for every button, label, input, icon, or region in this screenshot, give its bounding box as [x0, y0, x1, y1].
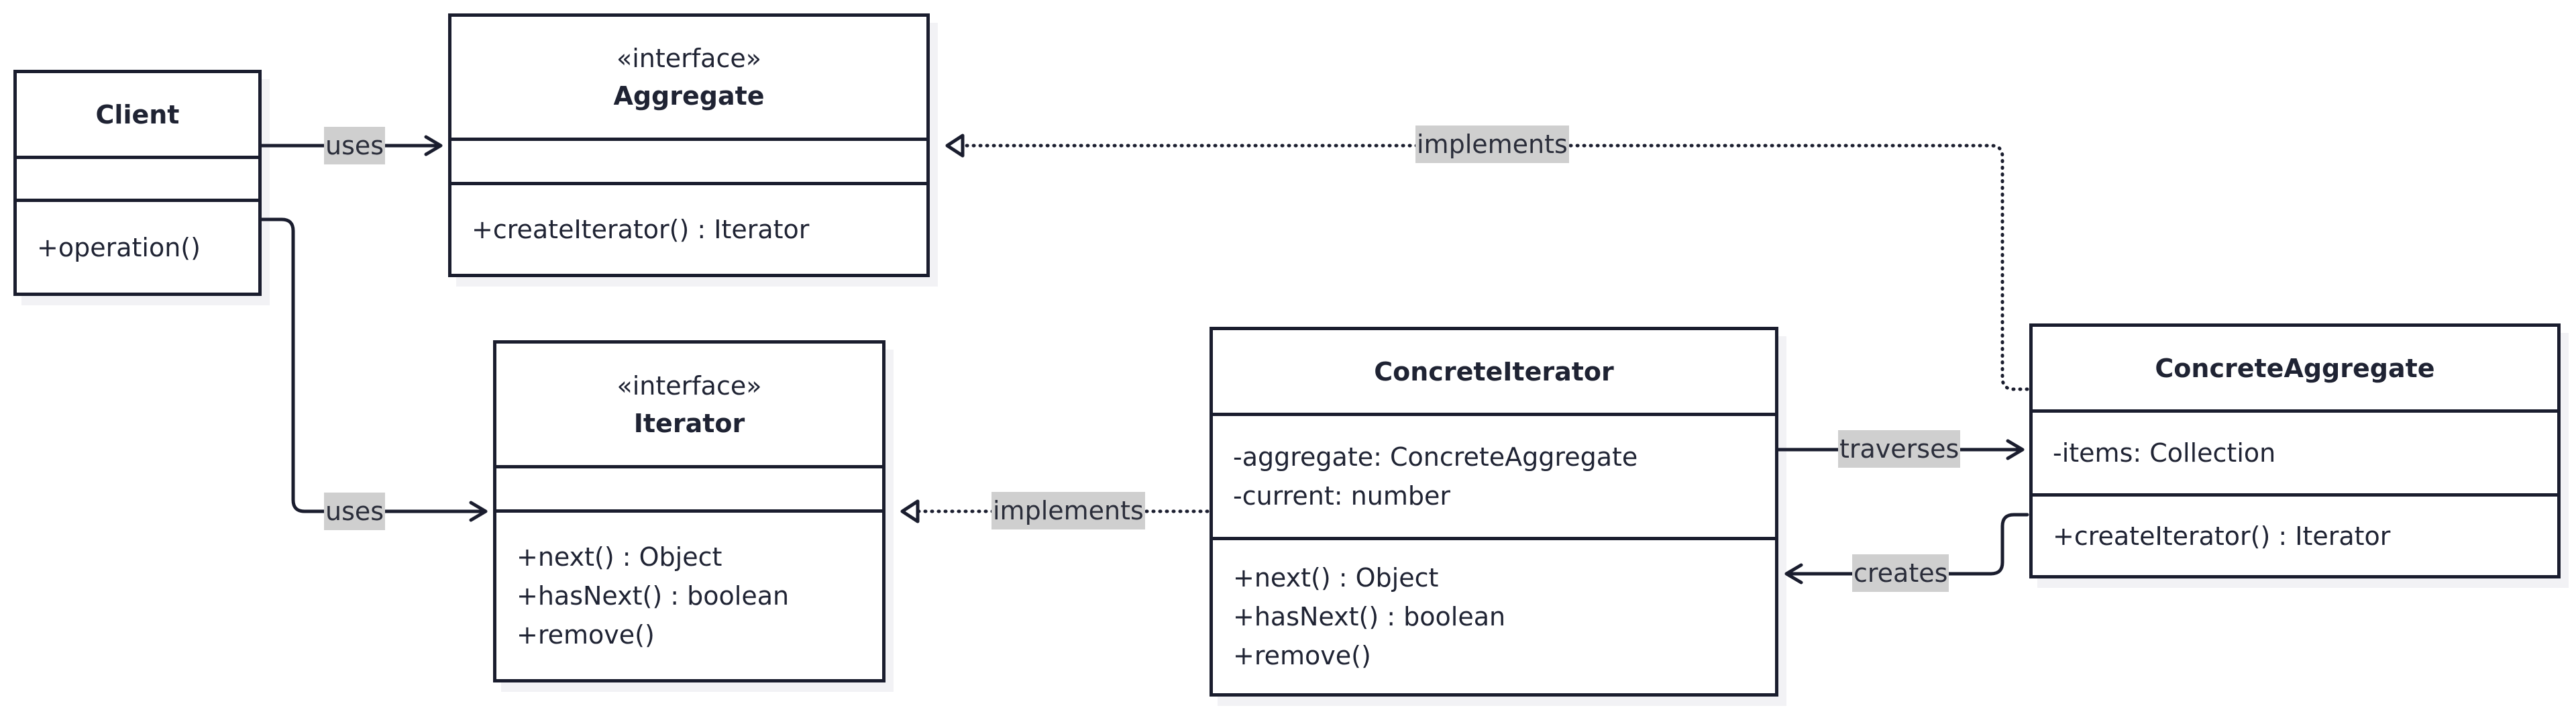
class-operations: +createIterator() : Iterator [2033, 497, 2557, 575]
class-header: «interface» Iterator [496, 344, 882, 468]
class-operations: +createIterator() : Iterator [451, 185, 926, 274]
attribute: -aggregate: ConcreteAggregate [1233, 442, 1638, 472]
class-name: ConcreteAggregate [2155, 353, 2435, 383]
operation: +remove() [1233, 641, 1371, 670]
class-attributes: -aggregate: ConcreteAggregate -current: … [1213, 416, 1775, 540]
class-attributes [17, 159, 258, 202]
operation: +createIterator() : Iterator [2053, 521, 2391, 551]
operation: +remove() [517, 620, 655, 650]
edge-label-creates: creates [1852, 554, 1949, 592]
operation: +next() : Object [517, 542, 722, 572]
stereotype: «interface» [616, 370, 762, 401]
edge-concreteaggregate-creates [1786, 513, 2029, 576]
edge-concreteaggregate-implements-aggregate [961, 144, 2029, 391]
class-header: Client [17, 73, 258, 159]
operation: +operation() [37, 232, 201, 262]
arrowhead-client-iterator [469, 501, 488, 522]
attribute: -items: Collection [2053, 438, 2276, 468]
class-operations: +next() : Object +hasNext() : boolean +r… [496, 513, 882, 679]
operation: +next() : Object [1233, 563, 1439, 593]
arrowhead-traverses [2006, 439, 2025, 460]
stereotype: «interface» [616, 44, 761, 73]
attribute: -current: number [1233, 481, 1450, 511]
class-iterator: «interface» Iterator +next() : Object +h… [493, 340, 885, 682]
edge-client-uses-iterator [256, 217, 486, 513]
edge-label-traverses: traverses [1838, 430, 1961, 468]
operation: +createIterator() : Iterator [472, 215, 810, 244]
arrowhead-client-aggregate [424, 135, 443, 156]
class-header: «interface» Aggregate [451, 17, 926, 141]
class-name: Aggregate [613, 81, 765, 111]
class-concrete-aggregate: ConcreteAggregate -items: Collection +cr… [2029, 323, 2561, 578]
class-attributes [451, 141, 926, 185]
class-name: ConcreteIterator [1374, 356, 1614, 387]
class-concrete-iterator: ConcreteIterator -aggregate: ConcreteAgg… [1210, 327, 1778, 697]
class-client: Client +operation() [13, 70, 262, 296]
class-name: Iterator [633, 408, 745, 438]
class-header: ConcreteIterator [1213, 330, 1775, 416]
class-attributes [496, 468, 882, 513]
edge-label-uses: uses [324, 493, 386, 530]
arrowhead-implements-iterator [900, 499, 920, 523]
class-header: ConcreteAggregate [2033, 327, 2557, 413]
operation: +hasNext() : boolean [1233, 602, 1506, 631]
edge-label-uses: uses [324, 127, 386, 164]
class-aggregate: «interface» Aggregate +createIterator() … [448, 13, 930, 277]
arrowhead-implements-aggregate [945, 134, 965, 158]
class-operations: +next() : Object +hasNext() : boolean +r… [1213, 540, 1775, 693]
edge-label-implements: implements [991, 492, 1145, 529]
class-attributes: -items: Collection [2033, 413, 2557, 497]
edge-label-implements: implements [1415, 125, 1569, 163]
arrowhead-creates [1784, 563, 1803, 584]
class-name: Client [95, 99, 180, 130]
operation: +hasNext() : boolean [517, 581, 790, 611]
class-operations: +operation() [17, 202, 258, 293]
